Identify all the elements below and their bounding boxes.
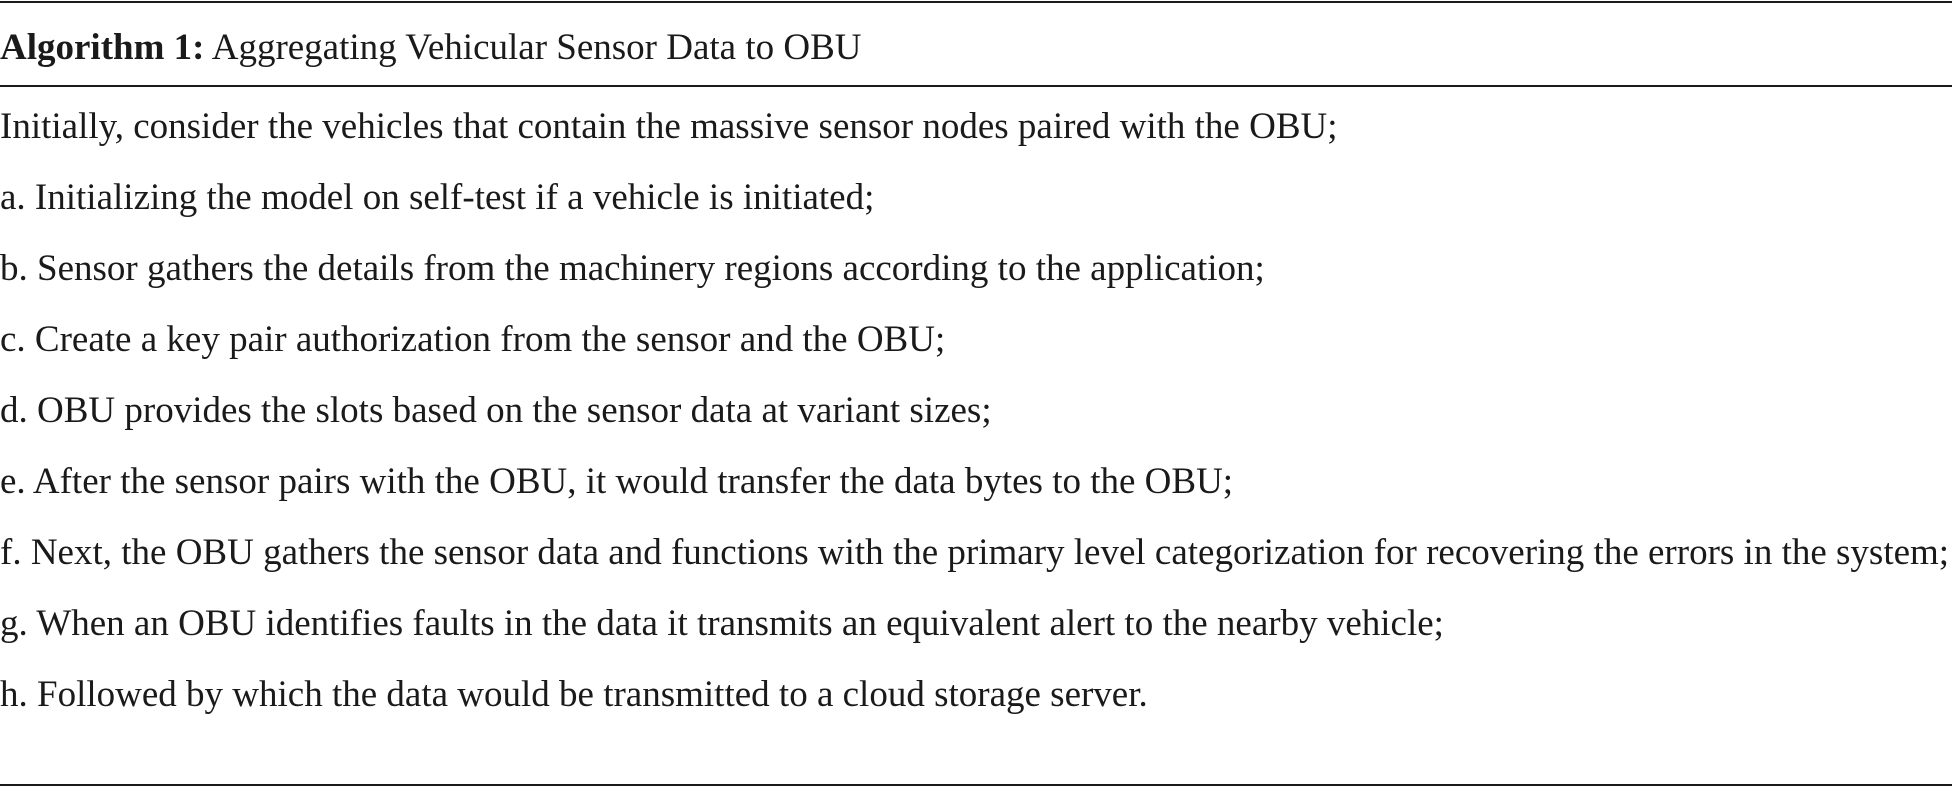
algorithm-step-c: c. Create a key pair authorization from … bbox=[0, 319, 946, 360]
top-rule bbox=[0, 1, 1952, 3]
algorithm-steps: Initially, consider the vehicles that co… bbox=[0, 107, 1952, 746]
algorithm-step-b: b. Sensor gathers the details from the m… bbox=[0, 248, 1265, 289]
algorithm-step-e: e. After the sensor pairs with the OBU, … bbox=[0, 461, 1234, 502]
algorithm-label: Algorithm 1: bbox=[0, 27, 205, 68]
algorithm-header: Algorithm 1: Aggregating Vehicular Senso… bbox=[0, 24, 861, 72]
header-rule bbox=[0, 85, 1952, 87]
algorithm-step-g: g. When an OBU identifies faults in the … bbox=[0, 603, 1444, 644]
bottom-rule bbox=[0, 784, 1952, 786]
algorithm-step-h: h. Followed by which the data would be t… bbox=[0, 674, 1148, 715]
algorithm-step-f: f. Next, the OBU gathers the sensor data… bbox=[0, 532, 1950, 573]
algorithm-step-d: d. OBU provides the slots based on the s… bbox=[0, 390, 992, 431]
algorithm-step-intro: Initially, consider the vehicles that co… bbox=[0, 106, 1338, 147]
algorithm-title: Aggregating Vehicular Sensor Data to OBU bbox=[211, 27, 862, 68]
algorithm-step-a: a. Initializing the model on self-test i… bbox=[0, 177, 875, 218]
